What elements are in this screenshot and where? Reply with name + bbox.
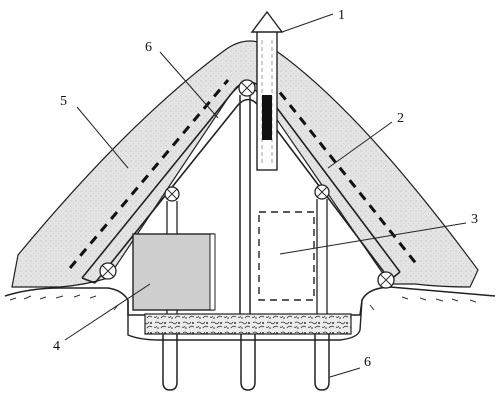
- vent-pipe: [250, 10, 284, 171]
- pit-walls: [127, 299, 363, 341]
- label-6-bottom: 6: [364, 355, 371, 370]
- pulley-spokes: [101, 81, 393, 287]
- ground-texture: [9, 294, 477, 311]
- storage-box: [132, 233, 214, 311]
- drain-pipes: [162, 334, 330, 391]
- label-3: 3: [471, 212, 478, 227]
- label-4: 4: [53, 339, 60, 354]
- label-5: 5: [60, 94, 67, 109]
- callout-leaders: [64, 13, 467, 378]
- center-posts: [239, 95, 251, 314]
- ground-surface: [4, 286, 496, 316]
- label-2: 2: [397, 111, 404, 126]
- gravel-floor: [144, 313, 352, 335]
- label-1: 1: [338, 8, 345, 23]
- dashed-frame: [258, 211, 315, 301]
- label-6-top: 6: [145, 40, 152, 55]
- soil-cover: [11, 40, 479, 288]
